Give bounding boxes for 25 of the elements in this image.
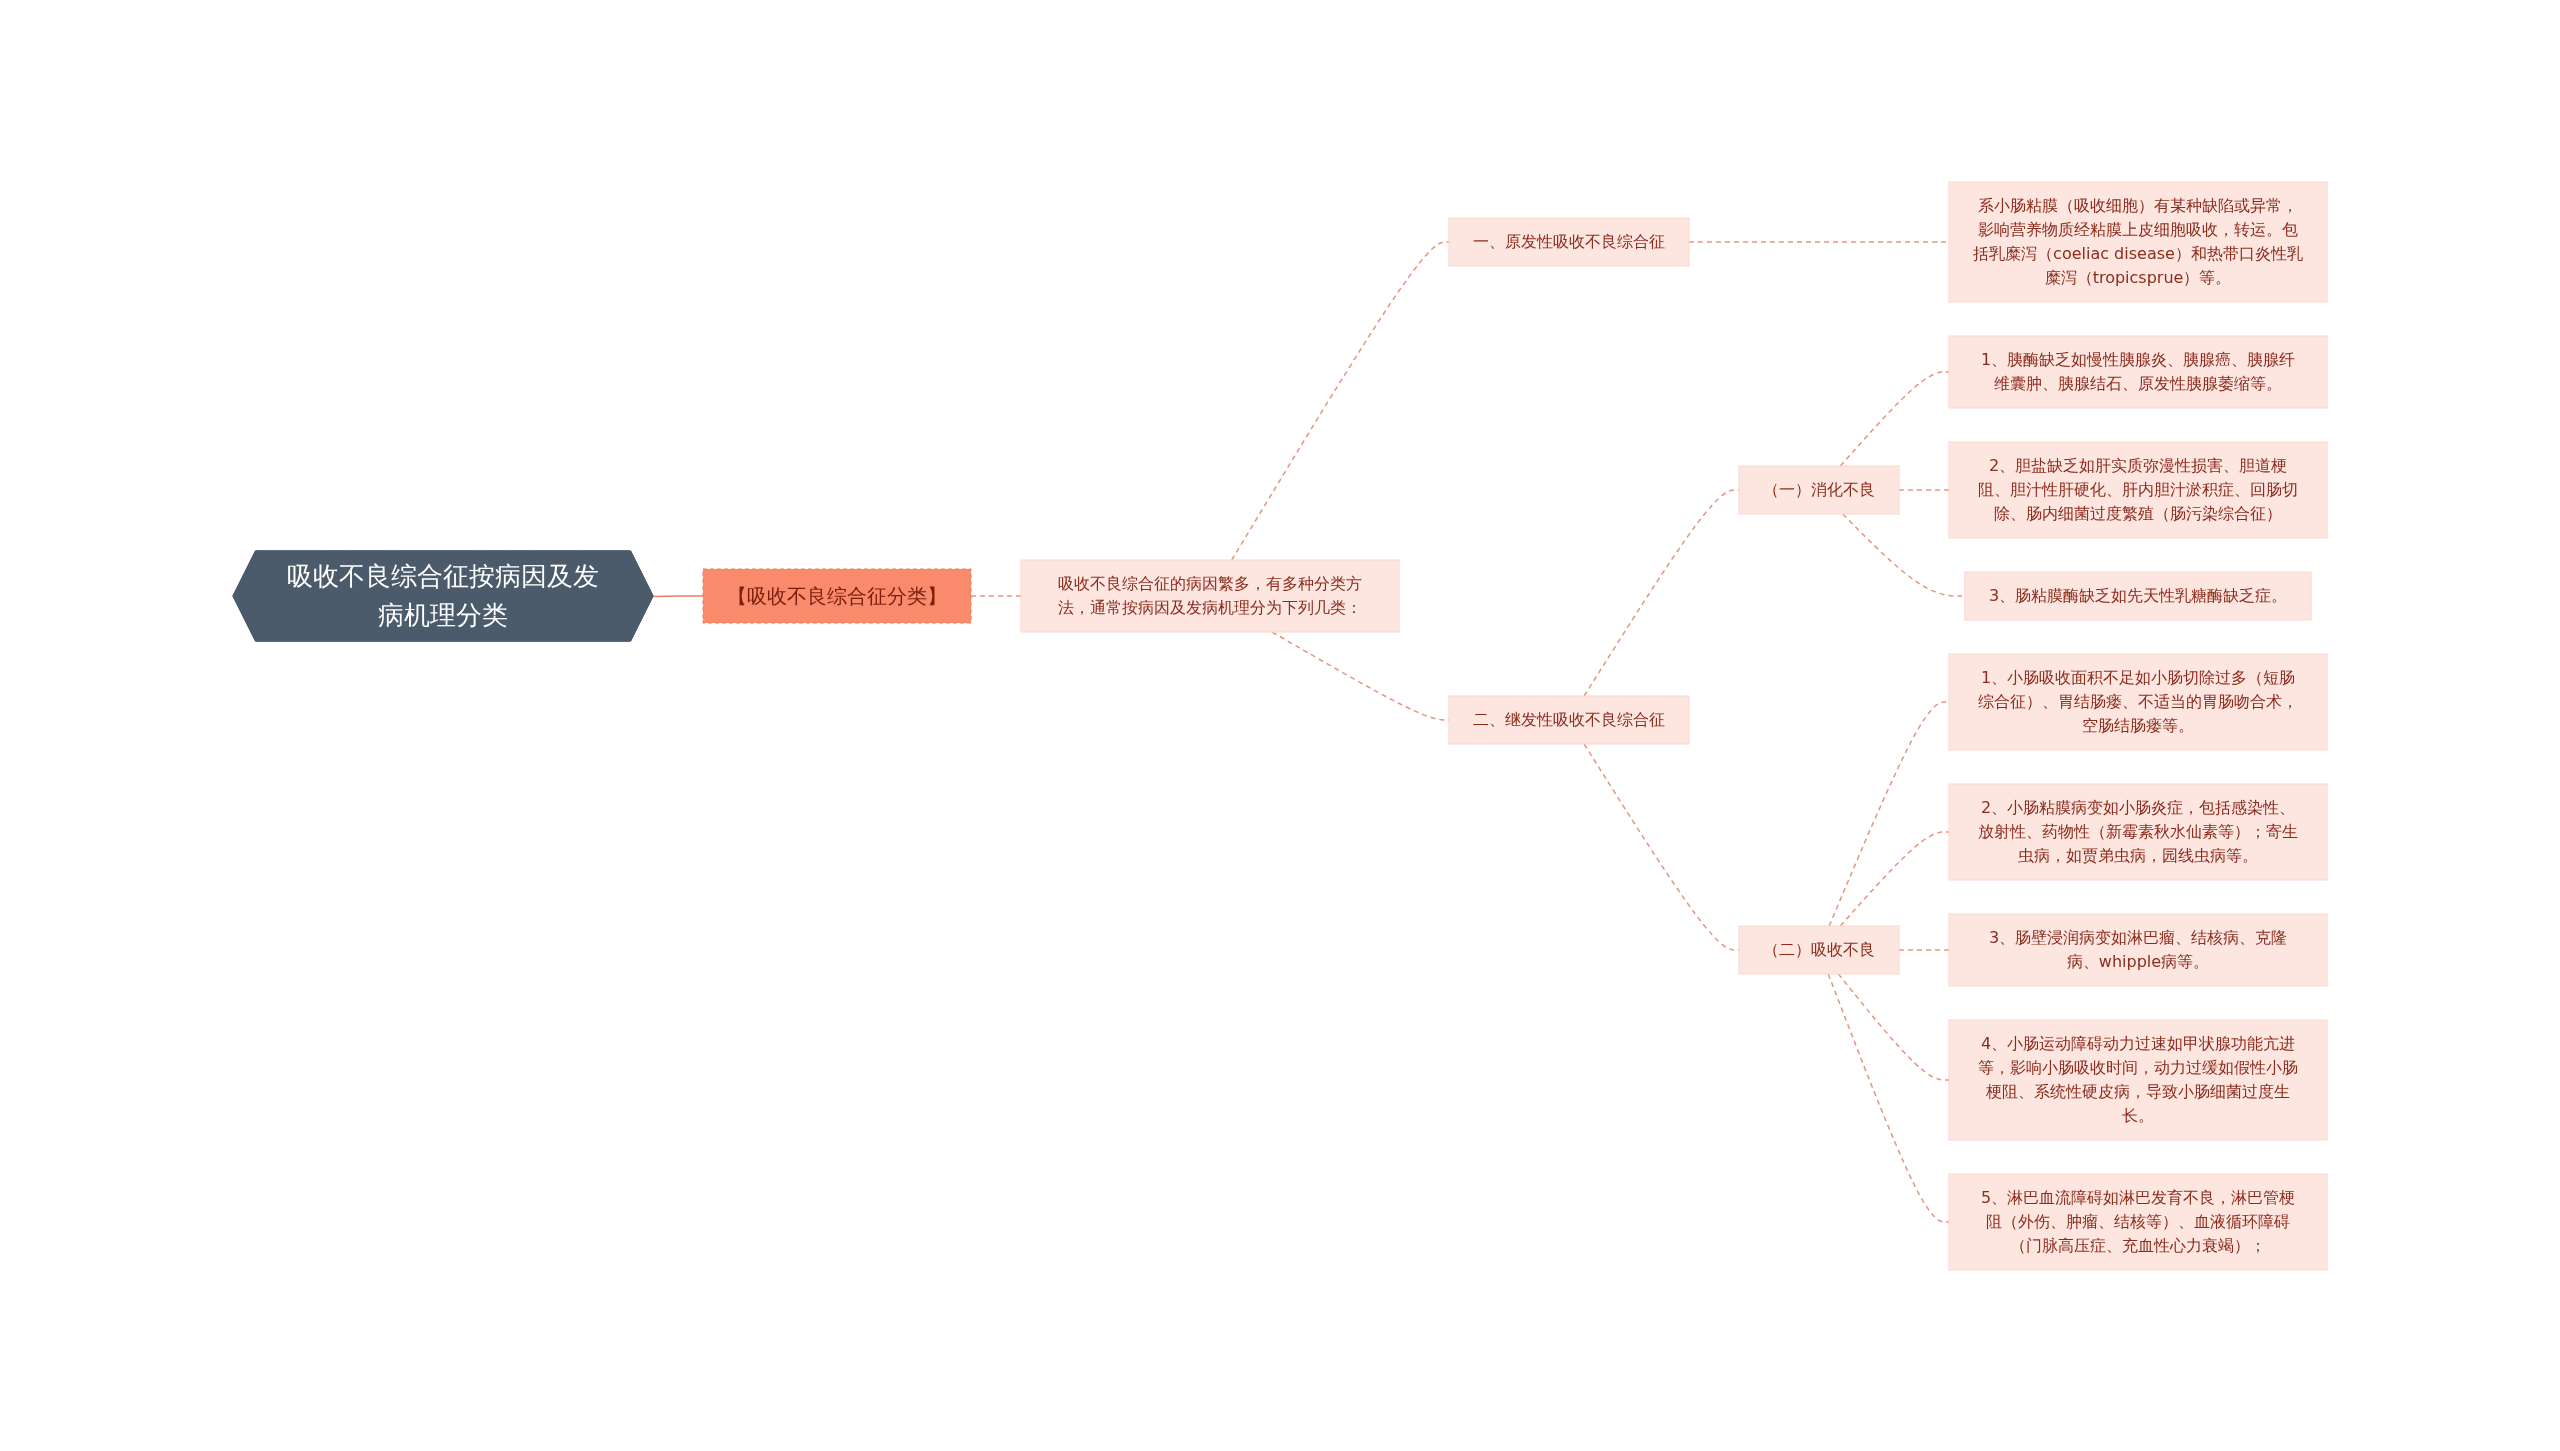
connector [1837, 972, 1950, 1081]
node-box: 2、胆盐缺乏如肝实质弥漫性损害、胆道梗阻、胆汁性肝硬化、肝内胆汁淤积症、回肠切除、肠内细菌过度繁殖（肠污染综合征） [1948, 441, 2328, 538]
connector [970, 594, 1022, 597]
node-box: 4、小肠运动障碍动力过速如甲状腺功能亢进等，影响小肠吸收时间，动力过缓如假性小肠梗阻、系统性硬皮病，导致小肠细菌过度生长。 [1948, 1019, 2328, 1140]
node-box: 二、继发性吸收不良综合征 [1448, 695, 1690, 744]
connector [1231, 240, 1450, 561]
node-box: 系小肠粘膜（吸收细胞）有某种缺陷或异常，影响营养物质经粘膜上皮细胞吸收，转运。包括乳糜泻（coeliac disease）和热带口炎性乳糜泻（tropicsprue）等。 [1948, 181, 2328, 302]
node-box: 吸收不良综合征的病因繁多，有多种分类方法，通常按病因及发病机理分为下列几类： [1020, 559, 1400, 632]
connector [1898, 488, 1950, 491]
connector [1828, 700, 1950, 927]
connector [1839, 830, 1950, 927]
node-box: 3、肠壁浸润病变如淋巴瘤、结核病、克隆病、whipple病等。 [1948, 913, 2328, 986]
node-box: 【吸收不良综合征分类】 [702, 568, 972, 623]
connector [652, 594, 704, 597]
connector [1827, 972, 1950, 1223]
connector [1839, 370, 1950, 467]
node-box: （一）消化不良 [1738, 465, 1900, 514]
node-box: 2、小肠粘膜病变如小肠炎症，包括感染性、放射性、药物性（新霉素秋水仙素等）；寄生虫病，如贾弟虫病，园线虫病等。 [1948, 783, 2328, 880]
node-box: 3、肠粘膜酶缺乏如先天性乳糖酶缺乏症。 [1964, 571, 2312, 620]
node-box: 1、小肠吸收面积不足如小肠切除过多（短肠综合征）、胃结肠瘘、不适当的胃肠吻合术，空肠结肠瘘等。 [1948, 653, 2328, 750]
node-box: 5、淋巴血流障碍如淋巴发育不良，淋巴管梗阻（外伤、肿瘤、结核等）、血液循环障碍（门脉高压症、充血性心力衰竭）； [1948, 1173, 2328, 1270]
node-box: 1、胰酶缺乏如慢性胰腺炎、胰腺癌、胰腺纤维囊肿、胰腺结石、原发性胰腺萎缩等。 [1948, 335, 2328, 408]
connector [1898, 948, 1950, 951]
node-box: （二）吸收不良 [1738, 925, 1900, 974]
node-box: 一、原发性吸收不良综合征 [1448, 217, 1690, 266]
